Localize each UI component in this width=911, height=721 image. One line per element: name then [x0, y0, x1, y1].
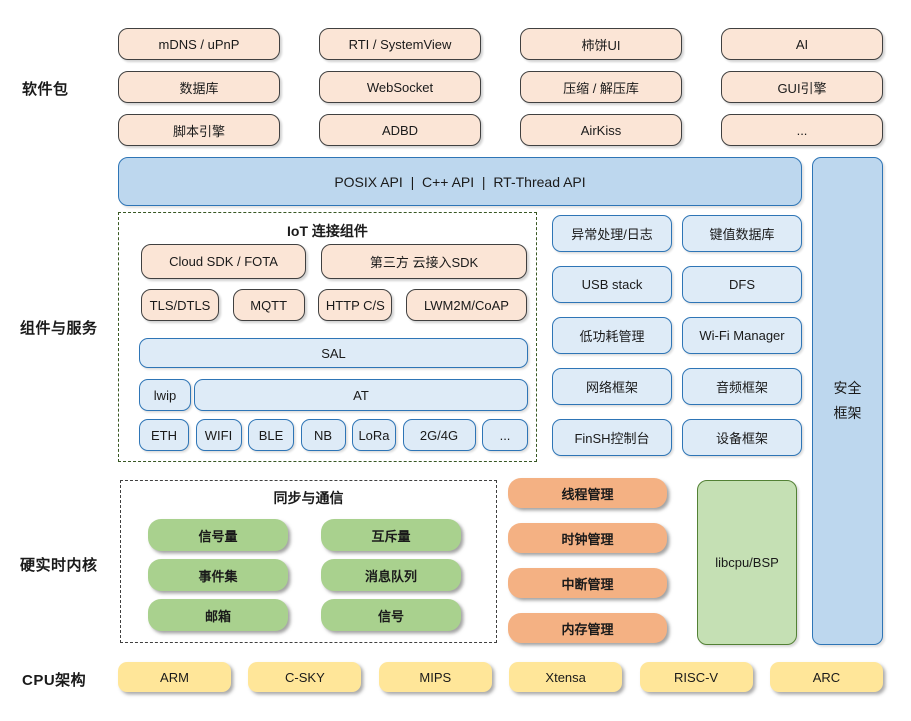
package-box-mdns-upnp: mDNS / uPnP [118, 28, 280, 60]
section-label-cpu-architecture: CPU架构 [22, 672, 87, 689]
dfs-box: DFS [682, 266, 802, 303]
nb-box: NB [300, 419, 346, 451]
package-box-ai: AI [721, 28, 883, 60]
exception-log-box: 异常处理/日志 [552, 215, 672, 252]
memory-mgmt-box: 内存管理 [508, 613, 667, 643]
section-label-components-services: 组件与服务 [20, 320, 98, 337]
package-box-rti-systemview: RTI / SystemView [319, 28, 481, 60]
interrupt-mgmt-box: 中断管理 [508, 568, 667, 598]
mips-box: MIPS [378, 662, 492, 692]
security-framework-box: 安全 框架 [812, 157, 883, 645]
device-framework-box: 设备框架 [682, 419, 802, 456]
package-box-script-engine: 脚本引擎 [118, 114, 280, 146]
section-label-realtime-kernel: 硬实时内核 [20, 557, 98, 574]
api-layer-bar: POSIX API | C++ API | RT-Thread API [118, 157, 802, 206]
package-box-database: 数据库 [118, 71, 280, 103]
iot-group-title: IoT 连接组件 [287, 223, 368, 239]
arm-box: ARM [118, 662, 231, 692]
iot-sdk-row: Cloud SDK / FOTA 第三方 云接入SDK [141, 244, 527, 279]
network-framework-box: 网络框架 [552, 368, 672, 405]
lwm2m-coap-box: LWM2M/CoAP [405, 289, 527, 321]
audio-framework-box: 音频框架 [682, 368, 802, 405]
cloud-sdk-fota-box: Cloud SDK / FOTA [141, 244, 306, 279]
eth-box: ETH [139, 419, 189, 451]
iot-link-row: ETH WIFI BLE NB LoRa 2G/4G ... [139, 419, 528, 451]
signal-box: 信号 [321, 599, 461, 631]
iot-stack-row: lwip AT [139, 379, 528, 411]
wifi-manager-box: Wi-Fi Manager [682, 317, 802, 354]
cpu-architecture-row: ARM C-SKY MIPS Xtensa RISC-V ARC [118, 662, 883, 692]
mqtt-box: MQTT [232, 289, 305, 321]
software-packages-grid: mDNS / uPnP RTI / SystemView 柿饼UI AI 数据库… [118, 28, 883, 146]
component-services-grid: 异常处理/日志 键值数据库 USB stack DFS 低功耗管理 Wi-Fi … [552, 215, 802, 456]
kv-database-box: 键值数据库 [682, 215, 802, 252]
arc-box: ARC [769, 662, 883, 692]
sync-grid: 信号量 互斥量 事件集 消息队列 邮箱 信号 [148, 519, 461, 631]
thread-mgmt-box: 线程管理 [508, 478, 667, 508]
link-more-box: ... [482, 419, 528, 451]
tls-dtls-box: TLS/DTLS [141, 289, 219, 321]
2g-4g-box: 2G/4G [402, 419, 476, 451]
mailbox-box: 邮箱 [148, 599, 288, 631]
risc-v-box: RISC-V [639, 662, 753, 692]
sal-box: SAL [139, 338, 528, 368]
iot-components-group: IoT 连接组件 Cloud SDK / FOTA 第三方 云接入SDK TLS… [118, 212, 537, 462]
third-party-cloud-sdk-box: 第三方 云接入SDK [321, 244, 527, 279]
xtensa-box: Xtensa [509, 662, 623, 692]
message-queue-box: 消息队列 [321, 559, 461, 591]
clock-mgmt-box: 时钟管理 [508, 523, 667, 553]
package-box-airkiss: AirKiss [520, 114, 682, 146]
kernel-management-column: 线程管理 时钟管理 中断管理 内存管理 [508, 478, 667, 643]
package-box-websocket: WebSocket [319, 71, 481, 103]
at-box: AT [194, 379, 528, 411]
libcpu-bsp-box: libcpu/BSP [697, 480, 797, 645]
http-cs-box: HTTP C/S [318, 289, 393, 321]
iot-protocol-row: TLS/DTLS MQTT HTTP C/S LWM2M/CoAP [141, 289, 527, 321]
ble-box: BLE [248, 419, 294, 451]
package-box-persimmon-ui: 柿饼UI [520, 28, 682, 60]
lwip-box: lwip [139, 379, 191, 411]
c-sky-box: C-SKY [248, 662, 362, 692]
package-box-compression: 压缩 / 解压库 [520, 71, 682, 103]
package-box-gui-engine: GUI引擎 [721, 71, 883, 103]
finsh-console-box: FinSH控制台 [552, 419, 672, 456]
package-box-adbd: ADBD [319, 114, 481, 146]
section-label-software-packages: 软件包 [22, 81, 69, 98]
mutex-box: 互斥量 [321, 519, 461, 551]
wifi-box: WIFI [195, 419, 242, 451]
lora-box: LoRa [352, 419, 396, 451]
package-box-more: ... [721, 114, 883, 146]
event-set-box: 事件集 [148, 559, 288, 591]
sync-communication-group: 同步与通信 信号量 互斥量 事件集 消息队列 邮箱 信号 [120, 480, 497, 643]
low-power-mgmt-box: 低功耗管理 [552, 317, 672, 354]
usb-stack-box: USB stack [552, 266, 672, 303]
semaphore-box: 信号量 [148, 519, 288, 551]
sync-group-title: 同步与通信 [273, 490, 344, 506]
